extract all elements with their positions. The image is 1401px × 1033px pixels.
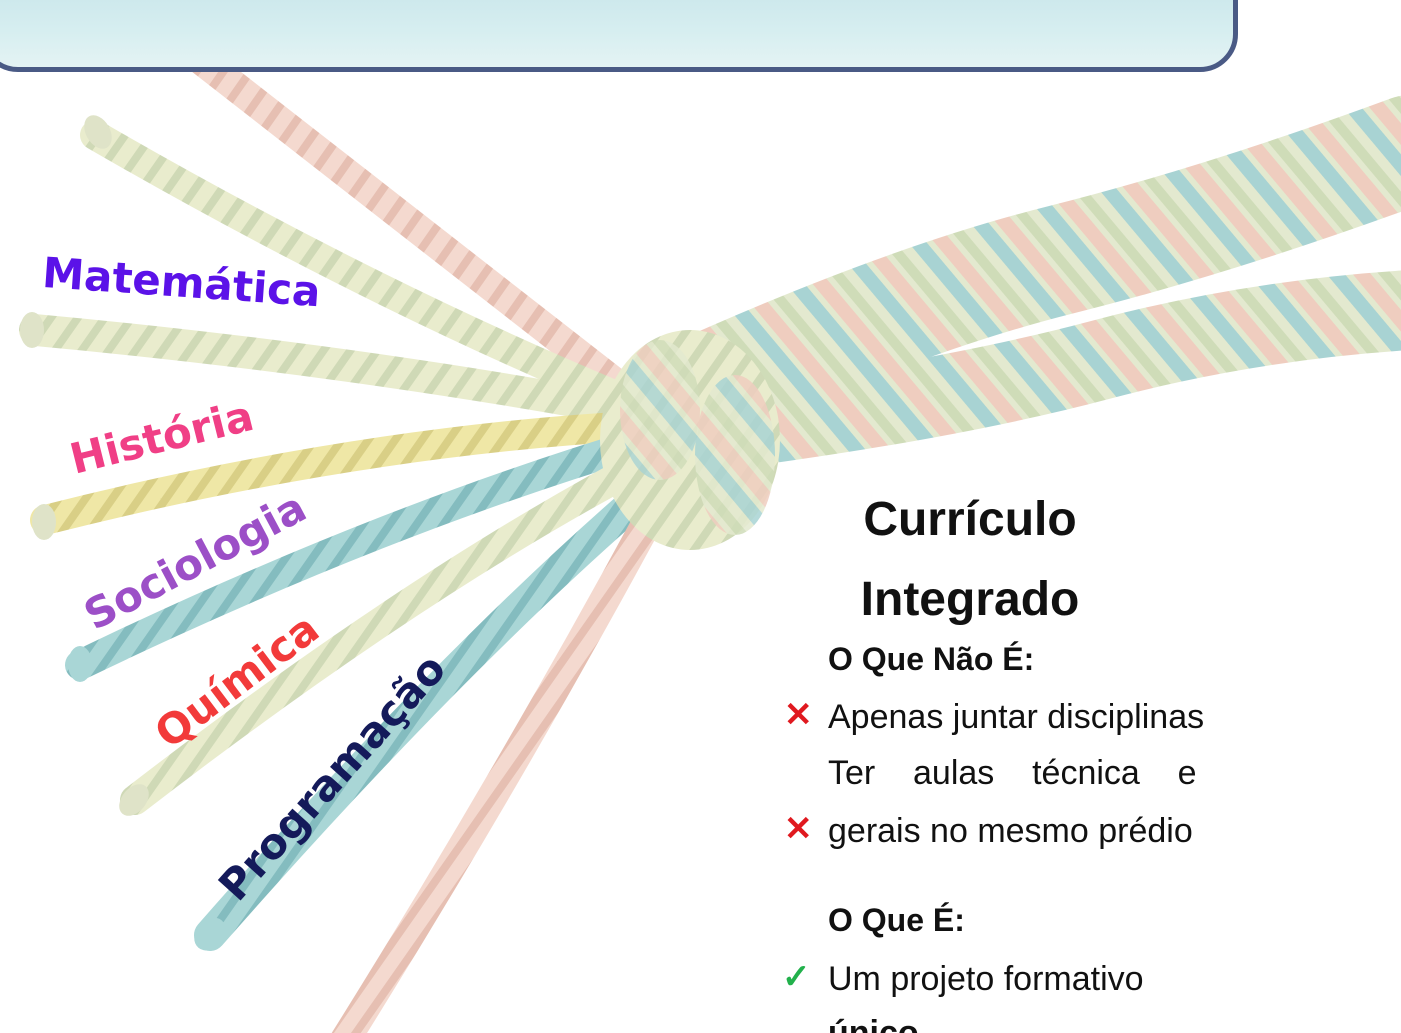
not-heading: O Que Não É: [828,641,1035,677]
panel-title-line2: Integrado [860,573,1080,626]
cross-icon: ✕ [784,696,813,734]
not-item-1: Apenas juntar disciplinas [828,698,1205,736]
check-icon: ✓ [782,958,811,996]
is-item-1: Um projeto formativo [828,960,1144,998]
panel-title-line1: Currículo [863,493,1077,546]
not-item-2-line1: Ter aulas técnica e [828,754,1197,792]
is-item-1-cont: único [828,1014,919,1033]
is-heading: O Que É: [828,902,965,938]
title-banner: g [0,0,1238,72]
not-item-2-line2: gerais no mesmo prédio [828,812,1193,850]
cross-icon: ✕ [784,810,813,848]
